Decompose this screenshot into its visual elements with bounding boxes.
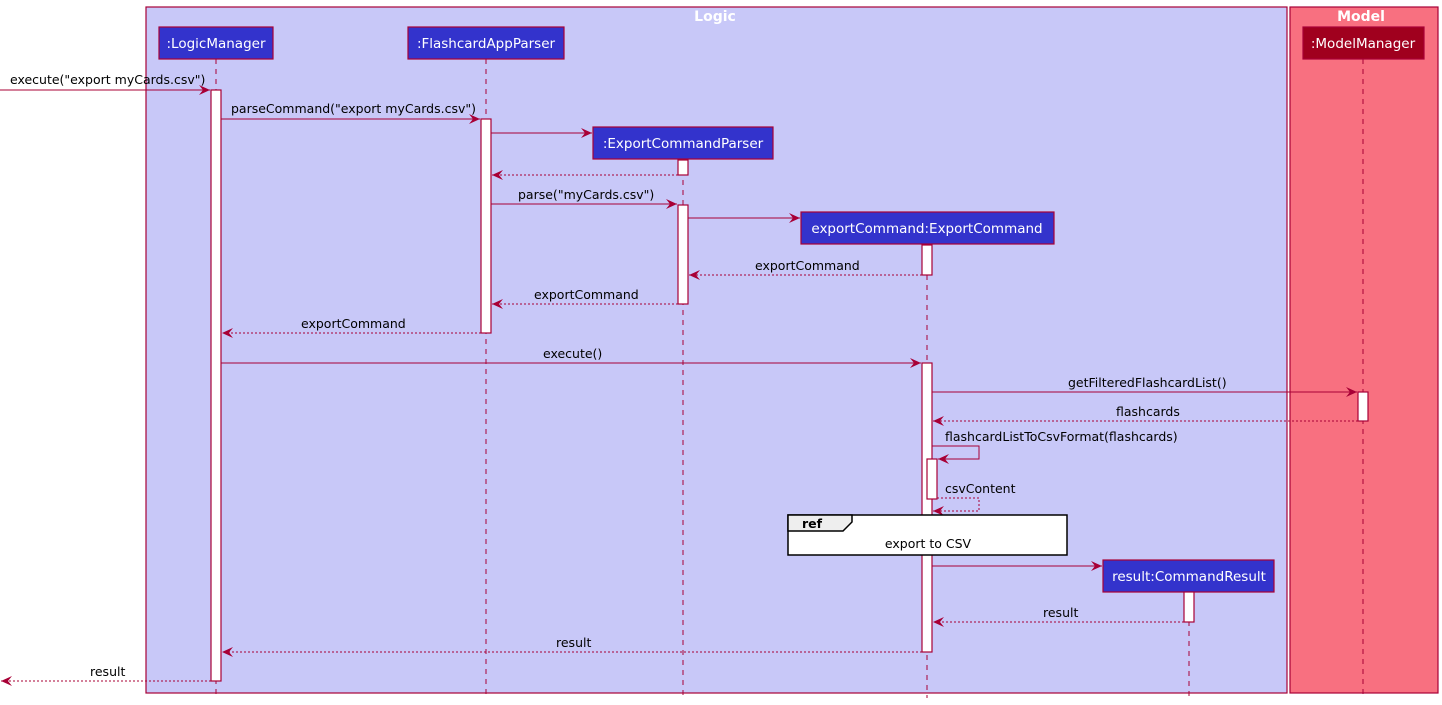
activation-export-command-parser-2 [677, 204, 689, 305]
activation-logic-manager [210, 89, 222, 682]
label-return-csv-content: csvContent [945, 481, 1016, 496]
label-return-result-external: result [90, 664, 125, 679]
activation-export-command-2 [921, 362, 933, 653]
svg-text::ExportCommandParser: :ExportCommandParser [603, 136, 764, 152]
svg-text::LogicManager: :LogicManager [166, 36, 265, 52]
label-return-export-command-2: exportCommand [534, 287, 639, 302]
participant-command-result[interactable]: result:CommandResult [1102, 559, 1275, 593]
participant-model-manager[interactable]: :ModelManager [1302, 26, 1425, 60]
participant-flashcard-app-parser[interactable]: :FlashcardAppParser [407, 26, 565, 60]
ref-text: export to CSV [885, 536, 972, 551]
label-return-result-2: result [556, 635, 591, 650]
label-return-result-1: result [1043, 605, 1078, 620]
ref-tag: ref [802, 516, 823, 531]
label-execute-external: execute("export myCards.csv") [10, 72, 205, 87]
message-return-csv-content [933, 497, 980, 516]
svg-text:exportCommand:ExportCommand: exportCommand:ExportCommand [811, 221, 1042, 237]
activation-export-command-self [926, 458, 938, 500]
label-parse-command: parseCommand("export myCards.csv") [231, 101, 476, 116]
participant-logic-manager[interactable]: :LogicManager [158, 26, 274, 60]
message-flashcard-list-to-csv-format [932, 445, 980, 464]
model-box-title: Model [1337, 9, 1385, 25]
activation-command-result [1183, 591, 1195, 623]
ref-frame[interactable]: ref export to CSV [787, 514, 1068, 556]
label-return-flashcards: flashcards [1116, 404, 1180, 419]
label-get-filtered-flashcard-list: getFilteredFlashcardList() [1068, 375, 1227, 390]
activation-export-command-1 [921, 244, 933, 276]
label-parse: parse("myCards.csv") [518, 187, 654, 202]
participant-export-command[interactable]: exportCommand:ExportCommand [800, 211, 1055, 245]
label-flashcard-list-to-csv-format: flashcardListToCsvFormat(flashcards) [945, 429, 1178, 444]
logic-box-title: Logic [694, 9, 736, 25]
label-return-export-command-1: exportCommand [755, 258, 860, 273]
activation-model-manager [1357, 391, 1369, 422]
ref-tag-shape [787, 514, 853, 532]
svg-text:result:CommandResult: result:CommandResult [1112, 569, 1266, 585]
label-execute-command: execute() [543, 346, 602, 361]
activation-export-command-parser-1 [677, 159, 689, 176]
svg-text::FlashcardAppParser: :FlashcardAppParser [417, 36, 556, 52]
model-box [1289, 6, 1439, 694]
label-return-export-command-3: exportCommand [301, 316, 406, 331]
svg-text::ModelManager: :ModelManager [1311, 36, 1416, 52]
activation-flashcard-app-parser [480, 118, 492, 334]
logic-box [145, 6, 1288, 694]
participant-export-command-parser[interactable]: :ExportCommandParser [592, 126, 774, 160]
